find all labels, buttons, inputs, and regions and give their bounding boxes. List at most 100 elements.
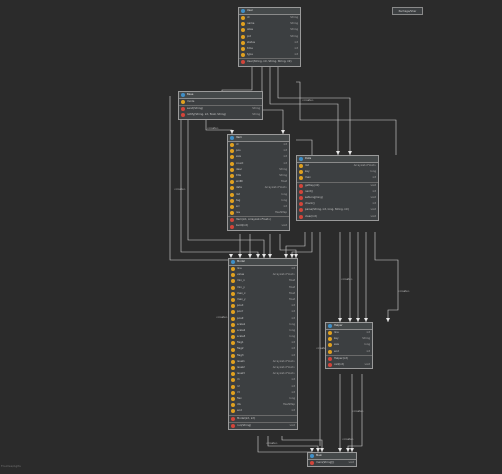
member-type: int [366, 331, 370, 334]
field-icon [231, 353, 235, 358]
method-row[interactable]: Helper(int) [326, 354, 372, 362]
method-row[interactable]: notify(String, int, float, String)String [179, 112, 262, 118]
method-row[interactable]: Model(int, int) [229, 414, 297, 422]
member-name: run(String) [237, 423, 252, 427]
member-name: call(int) [334, 362, 344, 366]
class-header[interactable]: Base [179, 92, 262, 99]
class-header[interactable]: Item [228, 135, 289, 142]
class-header[interactable]: Main [308, 453, 356, 460]
method-row[interactable]: parse(String, int, long, String, int)voi… [297, 207, 378, 213]
method-row[interactable]: send(String)String [179, 105, 262, 112]
member-name: setLong(long) [305, 195, 323, 199]
member-name: mode [187, 100, 195, 103]
method-row[interactable]: call(int)void [326, 362, 372, 368]
class-header[interactable]: Model [229, 259, 297, 266]
method-row[interactable]: next()int [297, 189, 378, 195]
field-icon [231, 328, 235, 333]
member-type: int [283, 204, 287, 208]
method-row[interactable]: run(String)void [229, 421, 297, 429]
method-row[interactable]: Item(int, ArrayList<Float>) [228, 216, 289, 223]
method-row[interactable]: setLong(long)void [297, 195, 378, 201]
member-name: tag [236, 198, 241, 202]
class-header[interactable]: Data [297, 156, 378, 163]
member-type: String [279, 167, 287, 171]
field-row[interactable]: mode [179, 99, 262, 105]
member-name: width [236, 180, 244, 184]
field-icon [231, 304, 235, 309]
class-header[interactable]: User [239, 8, 300, 15]
method-row[interactable]: clear(int)void [297, 214, 378, 220]
member-name: scale2 [237, 328, 246, 332]
method-icon [241, 60, 245, 65]
field-icon [299, 164, 303, 169]
member-type: String [290, 28, 298, 32]
method-row[interactable]: getKey(int)void [297, 181, 378, 189]
method-row[interactable]: build(int)void [228, 223, 289, 229]
field-icon [230, 155, 234, 160]
class-header[interactable]: Helper [326, 323, 372, 330]
member-type: int [283, 149, 287, 153]
method-row[interactable]: main(String[])void [308, 460, 356, 466]
method-row[interactable]: check()int [297, 201, 378, 207]
package-badge[interactable]: Pachage/Sher [392, 7, 423, 15]
method-row[interactable]: User(String, int, String, String, int) [239, 58, 300, 65]
